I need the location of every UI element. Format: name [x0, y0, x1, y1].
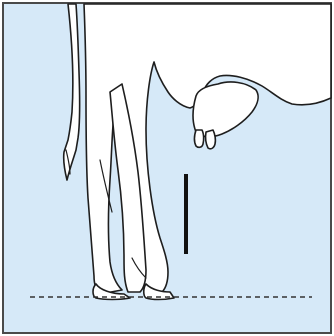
udder-height-bar [184, 174, 188, 254]
teat-left [195, 130, 204, 147]
teat-right [206, 130, 216, 149]
